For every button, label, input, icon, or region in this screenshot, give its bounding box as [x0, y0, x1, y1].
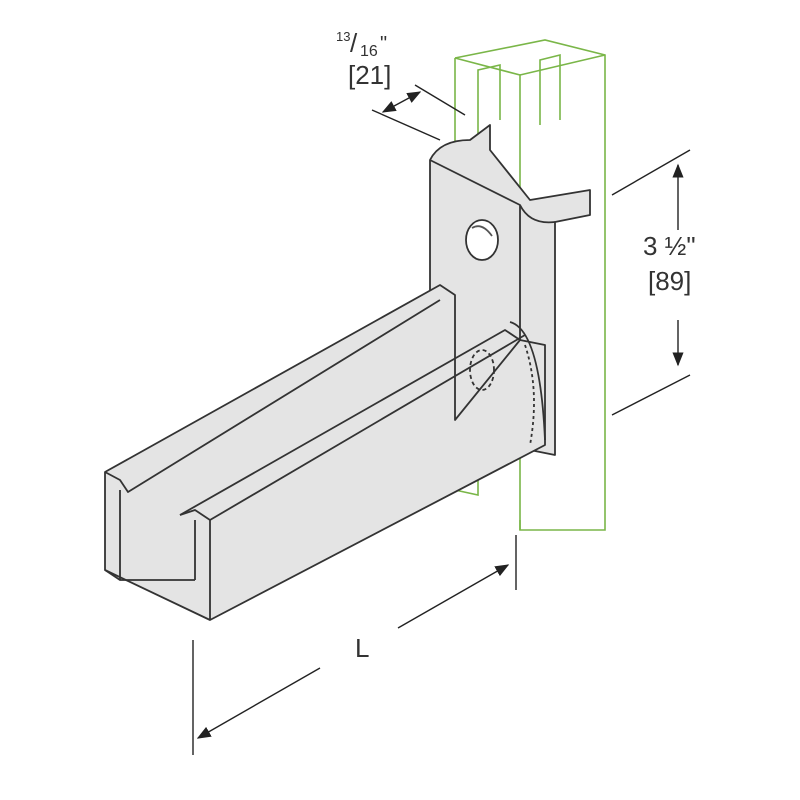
- height-dimension-imperial: 3 ½": [643, 231, 696, 261]
- bolt-hole: [465, 219, 499, 261]
- height-dimension-metric: [89]: [648, 266, 692, 296]
- dimension-lines: [192, 84, 691, 755]
- inch-mark: ": [380, 33, 388, 55]
- cantilever-arm: [104, 284, 546, 621]
- depth-dimension-fraction: 13 / 16 ": [336, 30, 396, 70]
- length-dimension-label: L: [355, 633, 370, 663]
- fraction-numerator: 13: [336, 29, 351, 44]
- fraction-denominator: 16: [360, 43, 378, 60]
- fraction-slash: /: [350, 28, 358, 58]
- depth-dimension-metric: [21]: [348, 60, 392, 90]
- bracket-plate: [429, 124, 591, 456]
